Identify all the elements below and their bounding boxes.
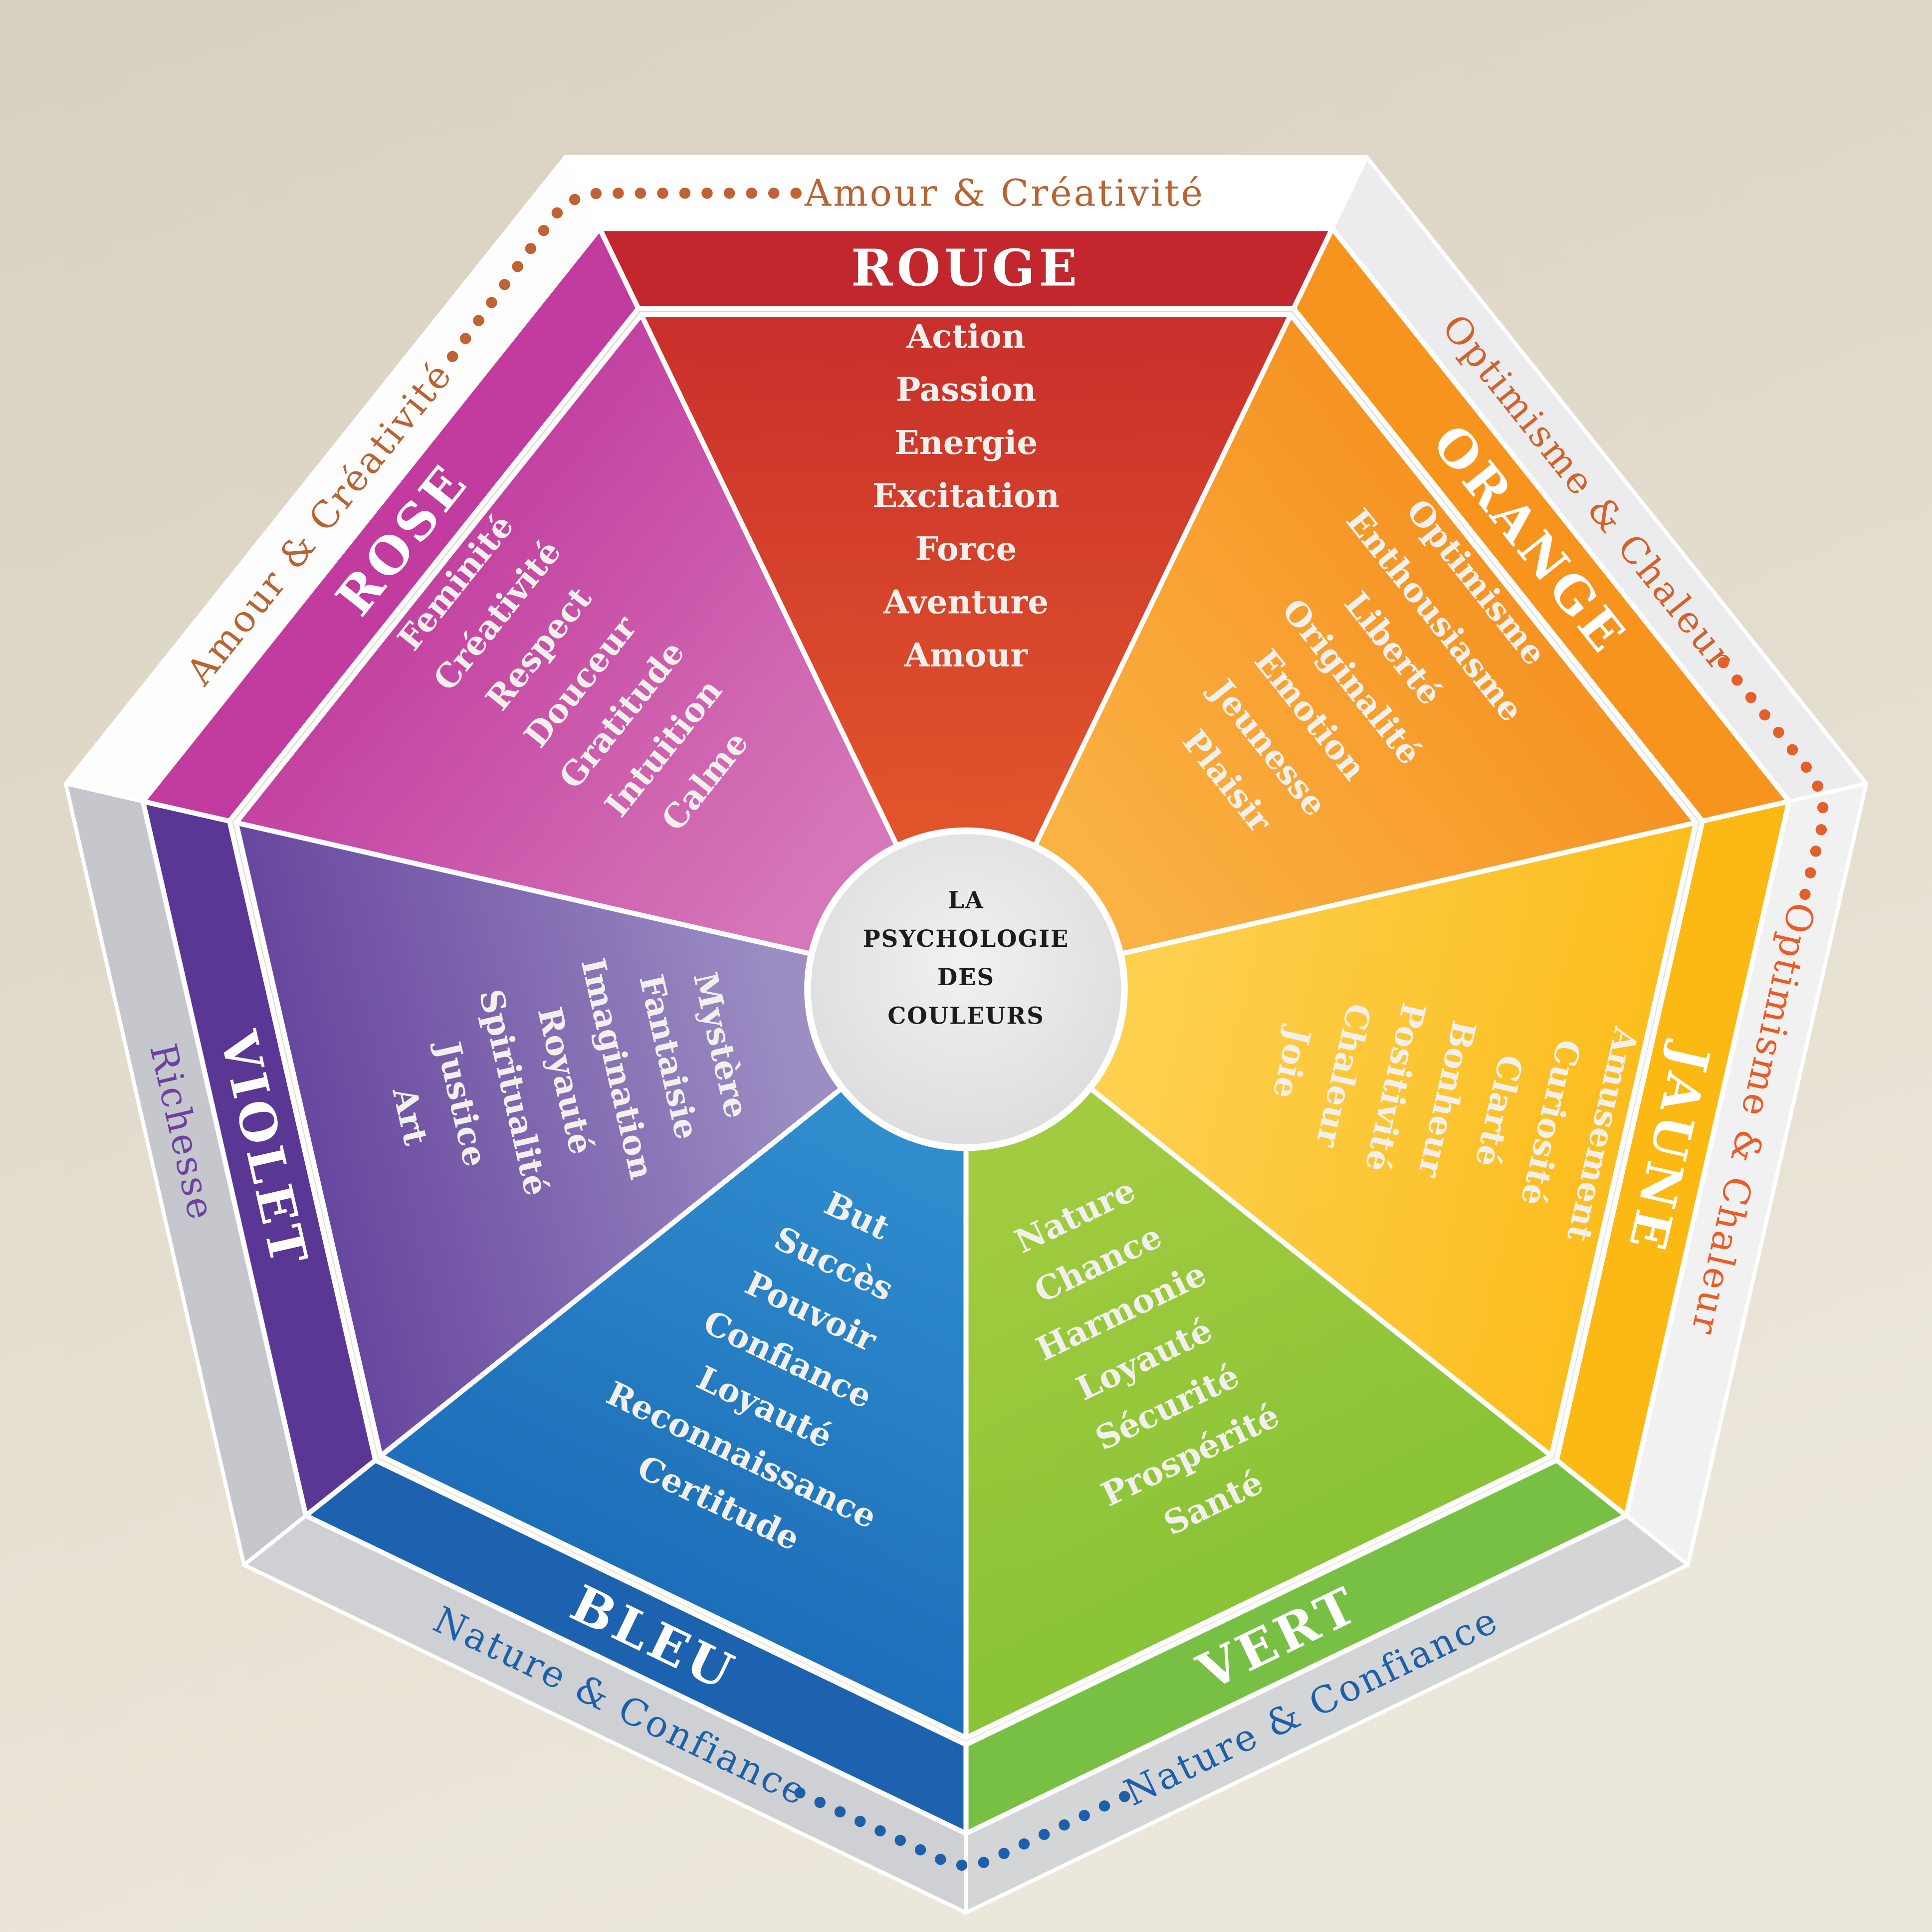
segment-rouge-trait: Force	[915, 529, 1017, 568]
segment-rouge-trait: Amour	[904, 636, 1028, 674]
segment-rouge-trait: Passion	[896, 370, 1036, 409]
segment-rouge-trait: Excitation	[872, 476, 1060, 515]
segment-rose-body	[233, 312, 969, 992]
segment-rose-header-band	[140, 226, 641, 824]
dotted-line-bottom	[794, 1787, 1138, 1871]
outer-frame	[63, 155, 1869, 1915]
segment-rouge-title: ROUGE	[851, 238, 1081, 298]
segment-rouge: ROUGE ActionPassionEnergieExcitationForce…	[597, 226, 1335, 992]
segment-rouge-trait: Energie	[894, 423, 1038, 462]
segment-orange: ORANGEOptimismeEnthousiasmeLibertéOrigin…	[963, 226, 1792, 992]
center-title-line: PSYCHOLOGIE	[863, 925, 1070, 952]
dotted-line-top-left	[440, 188, 802, 371]
frame-label-top: Amour & Créativité	[804, 172, 1205, 215]
segment-bleu: BLEUButSuccèsPouvoirConfianceLoyautéReco…	[303, 986, 969, 1836]
segment-rouge-trait-list: ActionPassionEnergieExcitationForceAvent…	[872, 317, 1060, 674]
center-medallion: LA PSYCHOLOGIE DES COULEURS	[804, 827, 1128, 1151]
segment-rouge-trait: Aventure	[883, 583, 1049, 622]
segment-vert: VERTNatureChanceHarmonieLoyautéSécuritéP…	[963, 986, 1629, 1836]
segment-rouge-trait: Action	[906, 317, 1025, 356]
center-title-line: COULEURS	[887, 1002, 1044, 1030]
segment-jaune-trait-list: JoieChaleurPositivitéBonheurClartéCurios…	[1265, 999, 1646, 1246]
center-title-line: LA	[948, 886, 984, 913]
center-title-line: DES	[937, 963, 995, 991]
center-circle	[804, 827, 1128, 1151]
dotted-line-right	[1717, 657, 1829, 910]
segment-rose: ROSEFeminitéCréativitéRespectDouceurGrat…	[140, 226, 969, 992]
segment-jaune: JAUNEJoieChaleurPositivitéBonheurClartéC…	[963, 799, 1792, 1518]
